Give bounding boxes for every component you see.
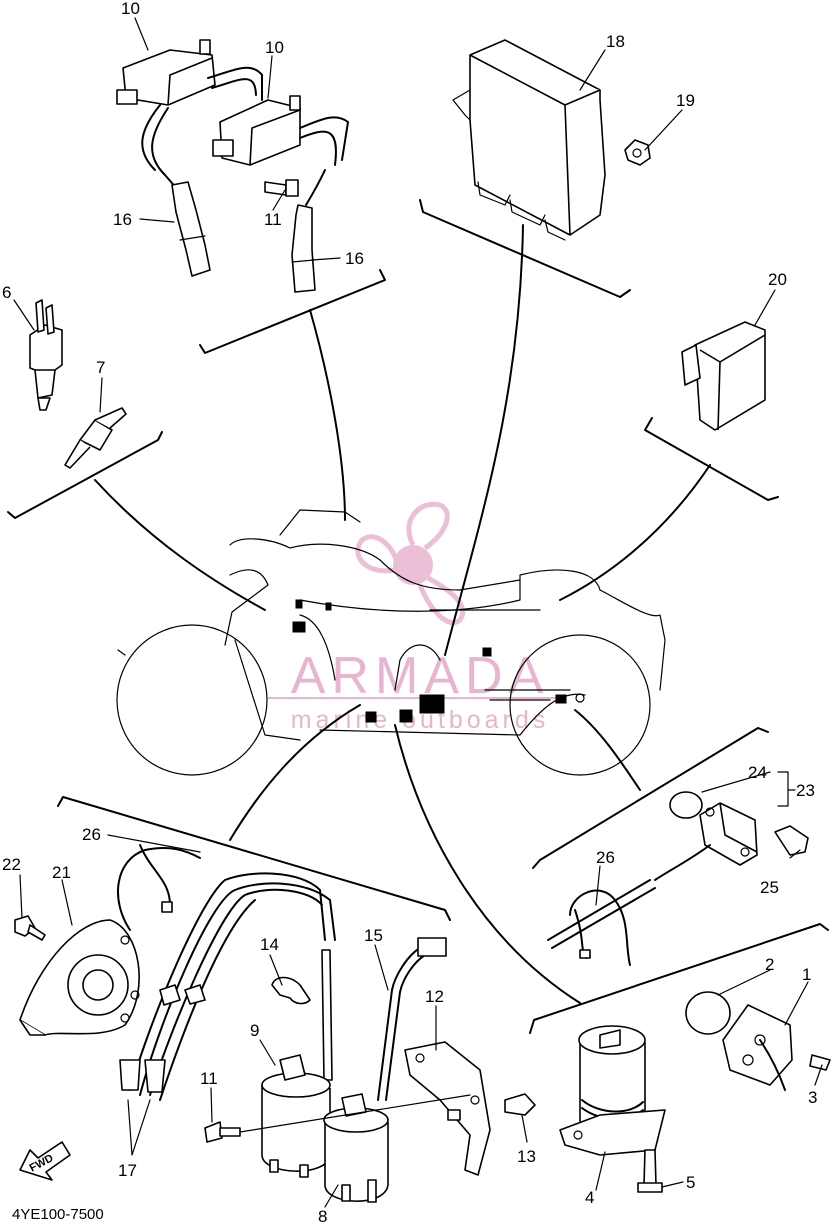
pump-bolt [637, 1149, 663, 1193]
high-tension-leads [119, 872, 336, 1101]
pump-screw [809, 1054, 831, 1071]
part-code: 4YE100-7500 [12, 1206, 104, 1223]
leader-ecu [444, 224, 524, 656]
frame-fuel-pump [529, 923, 829, 1034]
leader-sensors [94, 479, 266, 611]
callout-3: 3 [808, 1088, 817, 1107]
callout-numbers: 10 10 16 11 16 18 19 20 6 7 24 23 25 26 … [2, 0, 817, 1223]
callout-21: 21 [52, 863, 71, 882]
fuel-pump-unit [559, 1025, 666, 1156]
ignition-coil-upper-right [212, 95, 349, 206]
frame-cam-sensor [532, 727, 769, 869]
callout-25: 25 [760, 878, 779, 897]
frame-ignition-coils [199, 269, 386, 354]
callout-2: 2 [765, 955, 774, 974]
callout-15: 15 [364, 926, 383, 945]
callout-1: 1 [802, 965, 811, 984]
ignition-coil-8 [323, 1093, 389, 1203]
leader-coils [309, 309, 346, 521]
motorcycle-outline [116, 509, 666, 776]
callout-26-right: 26 [596, 848, 615, 867]
callout-11-bottom: 11 [200, 1069, 218, 1088]
leader-horn [229, 704, 361, 841]
bracket-bolt [504, 1093, 536, 1116]
callout-26-left: 26 [82, 825, 101, 844]
connector-lead [377, 937, 447, 1101]
o-ring-24 [669, 791, 703, 819]
cam-sensor-bolt [774, 825, 809, 856]
temperature-sensor [64, 407, 127, 469]
callout-14: 14 [260, 935, 279, 954]
ecu-grommet [624, 139, 651, 166]
watermark-tagline: marine outboards [291, 706, 550, 734]
callout-19: 19 [676, 91, 695, 110]
relay-unit [681, 321, 766, 431]
leader-relay [559, 464, 711, 601]
mounting-bracket [404, 1041, 491, 1176]
cam-sensor [654, 802, 758, 881]
horn [19, 919, 140, 1036]
callout-24: 24 [748, 763, 767, 782]
callout-9: 9 [250, 1021, 259, 1040]
callout-4: 4 [585, 1188, 594, 1207]
coil-bolt-top [264, 179, 299, 197]
watermark-brand: ARMADA [291, 647, 549, 705]
callout-13: 13 [517, 1147, 536, 1166]
fwd-arrow: FWD [19, 1141, 71, 1181]
wire-clamp [271, 976, 311, 1005]
ignition-coil-9 [261, 1054, 331, 1178]
watermark-logo [355, 501, 466, 625]
callout-20: 20 [768, 270, 787, 289]
frame-relay [644, 417, 779, 501]
callout-23: 23 [796, 781, 815, 800]
callout-16-left: 16 [113, 210, 132, 229]
wire-harness-26-left [117, 844, 201, 931]
callout-8: 8 [318, 1207, 327, 1223]
callout-18: 18 [606, 32, 625, 51]
callout-12: 12 [425, 987, 444, 1006]
callout-10-upper-left: 10 [121, 0, 140, 18]
frame-horn-coils [57, 796, 451, 921]
coil-bolt-bottom [204, 1094, 471, 1143]
callout-6: 6 [2, 283, 11, 302]
frame-sensors [7, 431, 163, 519]
o-ring-2 [685, 991, 731, 1035]
spark-plug-cap-right [291, 204, 316, 293]
callout-22: 22 [2, 855, 21, 874]
ignition-coil-upper-left [116, 39, 263, 191]
thermo-switch [29, 299, 63, 411]
callout-leaders [13, 17, 823, 1208]
callout-7: 7 [96, 358, 105, 377]
callout-16-right: 16 [345, 249, 364, 268]
callout-17: 17 [118, 1161, 137, 1180]
spark-plug-cap-left [171, 181, 211, 277]
ecu-unit [452, 39, 606, 241]
leader-cam-sensor [574, 709, 641, 791]
pump-cover [722, 1004, 793, 1091]
leader-fuel-pump [394, 724, 581, 1004]
callout-11-top: 11 [264, 210, 282, 229]
horn-bolt [14, 915, 46, 941]
wire-harness-26-right [547, 879, 656, 966]
callout-10-upper-right: 10 [265, 38, 284, 57]
callout-5: 5 [686, 1173, 695, 1192]
